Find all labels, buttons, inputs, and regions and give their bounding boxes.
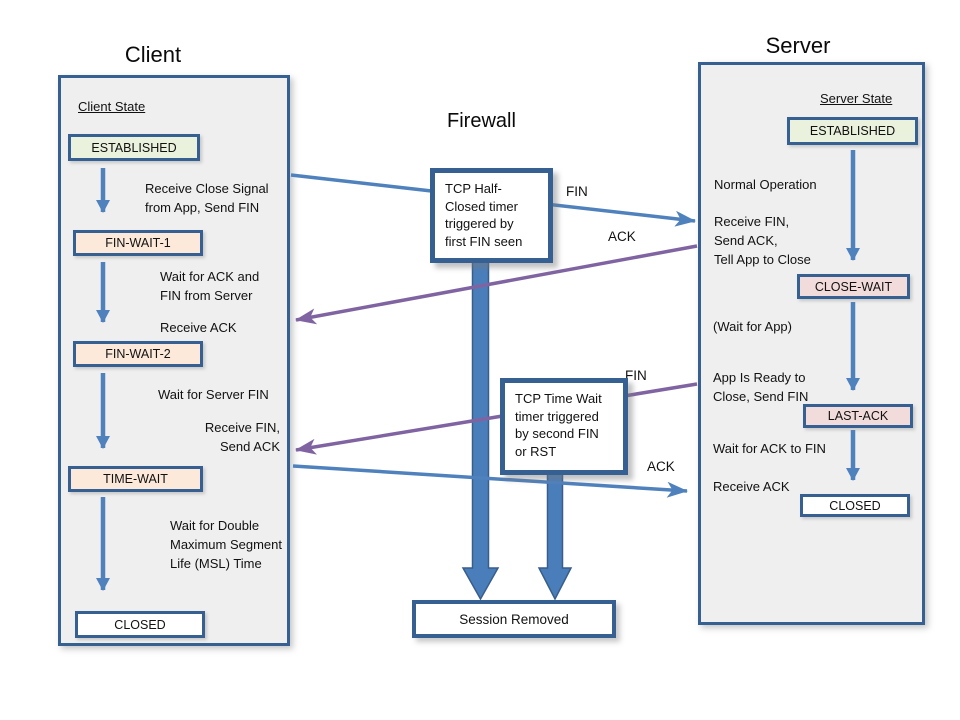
client-state-time-wait: TIME-WAIT (68, 466, 203, 492)
client-state-fin-wait-1: FIN-WAIT-1 (73, 230, 203, 256)
half-closed-timer-box: TCP Half- Closed timer triggered by firs… (430, 168, 553, 263)
server-state-closed: CLOSED (800, 494, 910, 517)
server-annotation-app-ready: App Is Ready to Close, Send FIN (713, 370, 809, 404)
server-state-heading: Server State (820, 91, 893, 106)
server-annotation-receive-ack: Receive ACK (713, 479, 790, 494)
fin-arrow-server-to-client (295, 382, 698, 455)
time-wait-timer-box: TCP Time Wait timer triggered by second … (500, 378, 628, 475)
client-state-fin-wait-2: FIN-WAIT-2 (73, 341, 203, 367)
ack-label-first: ACK (608, 229, 636, 244)
server-annotation-wait-ack-to-fin: Wait for ACK to FIN (713, 441, 826, 456)
fin-label-first: FIN (566, 184, 588, 199)
client-state-heading: Client State (78, 99, 146, 114)
server-annotation-normal-operation: Normal Operation (714, 177, 817, 192)
client-annotation-wait-server-fin: Wait for Server FIN (158, 387, 269, 402)
server-state-established: ESTABLISHED (787, 117, 918, 145)
client-annotation-wait-ack-fin: Wait for ACK and FIN from Server (160, 269, 260, 303)
server-state-close-wait: CLOSE-WAIT (797, 274, 910, 299)
client-annotation-send-fin: Receive Close Signal from App, Send FIN (145, 181, 269, 215)
server-annotation-receive-fin: Receive FIN, Send ACK, Tell App to Close (714, 214, 811, 267)
client-annotation-receive-ack: Receive ACK (160, 320, 237, 335)
server-panel (698, 62, 925, 625)
server-annotation-wait-for-app: (Wait for App) (713, 319, 792, 334)
half-closed-timer-arrow (461, 249, 500, 601)
client-annotation-receive-fin-send-ack: Receive FIN, Send ACK (204, 420, 280, 454)
fin-label-second: FIN (625, 368, 647, 383)
client-title: Client (124, 42, 182, 67)
server-state-last-ack: LAST-ACK (803, 404, 913, 428)
client-state-closed: CLOSED (75, 611, 205, 638)
time-wait-timer-arrow (537, 459, 573, 601)
client-state-established: ESTABLISHED (68, 134, 200, 161)
firewall-title: Firewall (447, 110, 516, 132)
server-title: Server (765, 33, 831, 58)
client-annotation-wait-msl: Wait for Double Maximum Segment Life (MS… (170, 518, 282, 571)
session-removed-box: Session Removed (412, 600, 616, 638)
ack-label-second: ACK (647, 459, 675, 474)
